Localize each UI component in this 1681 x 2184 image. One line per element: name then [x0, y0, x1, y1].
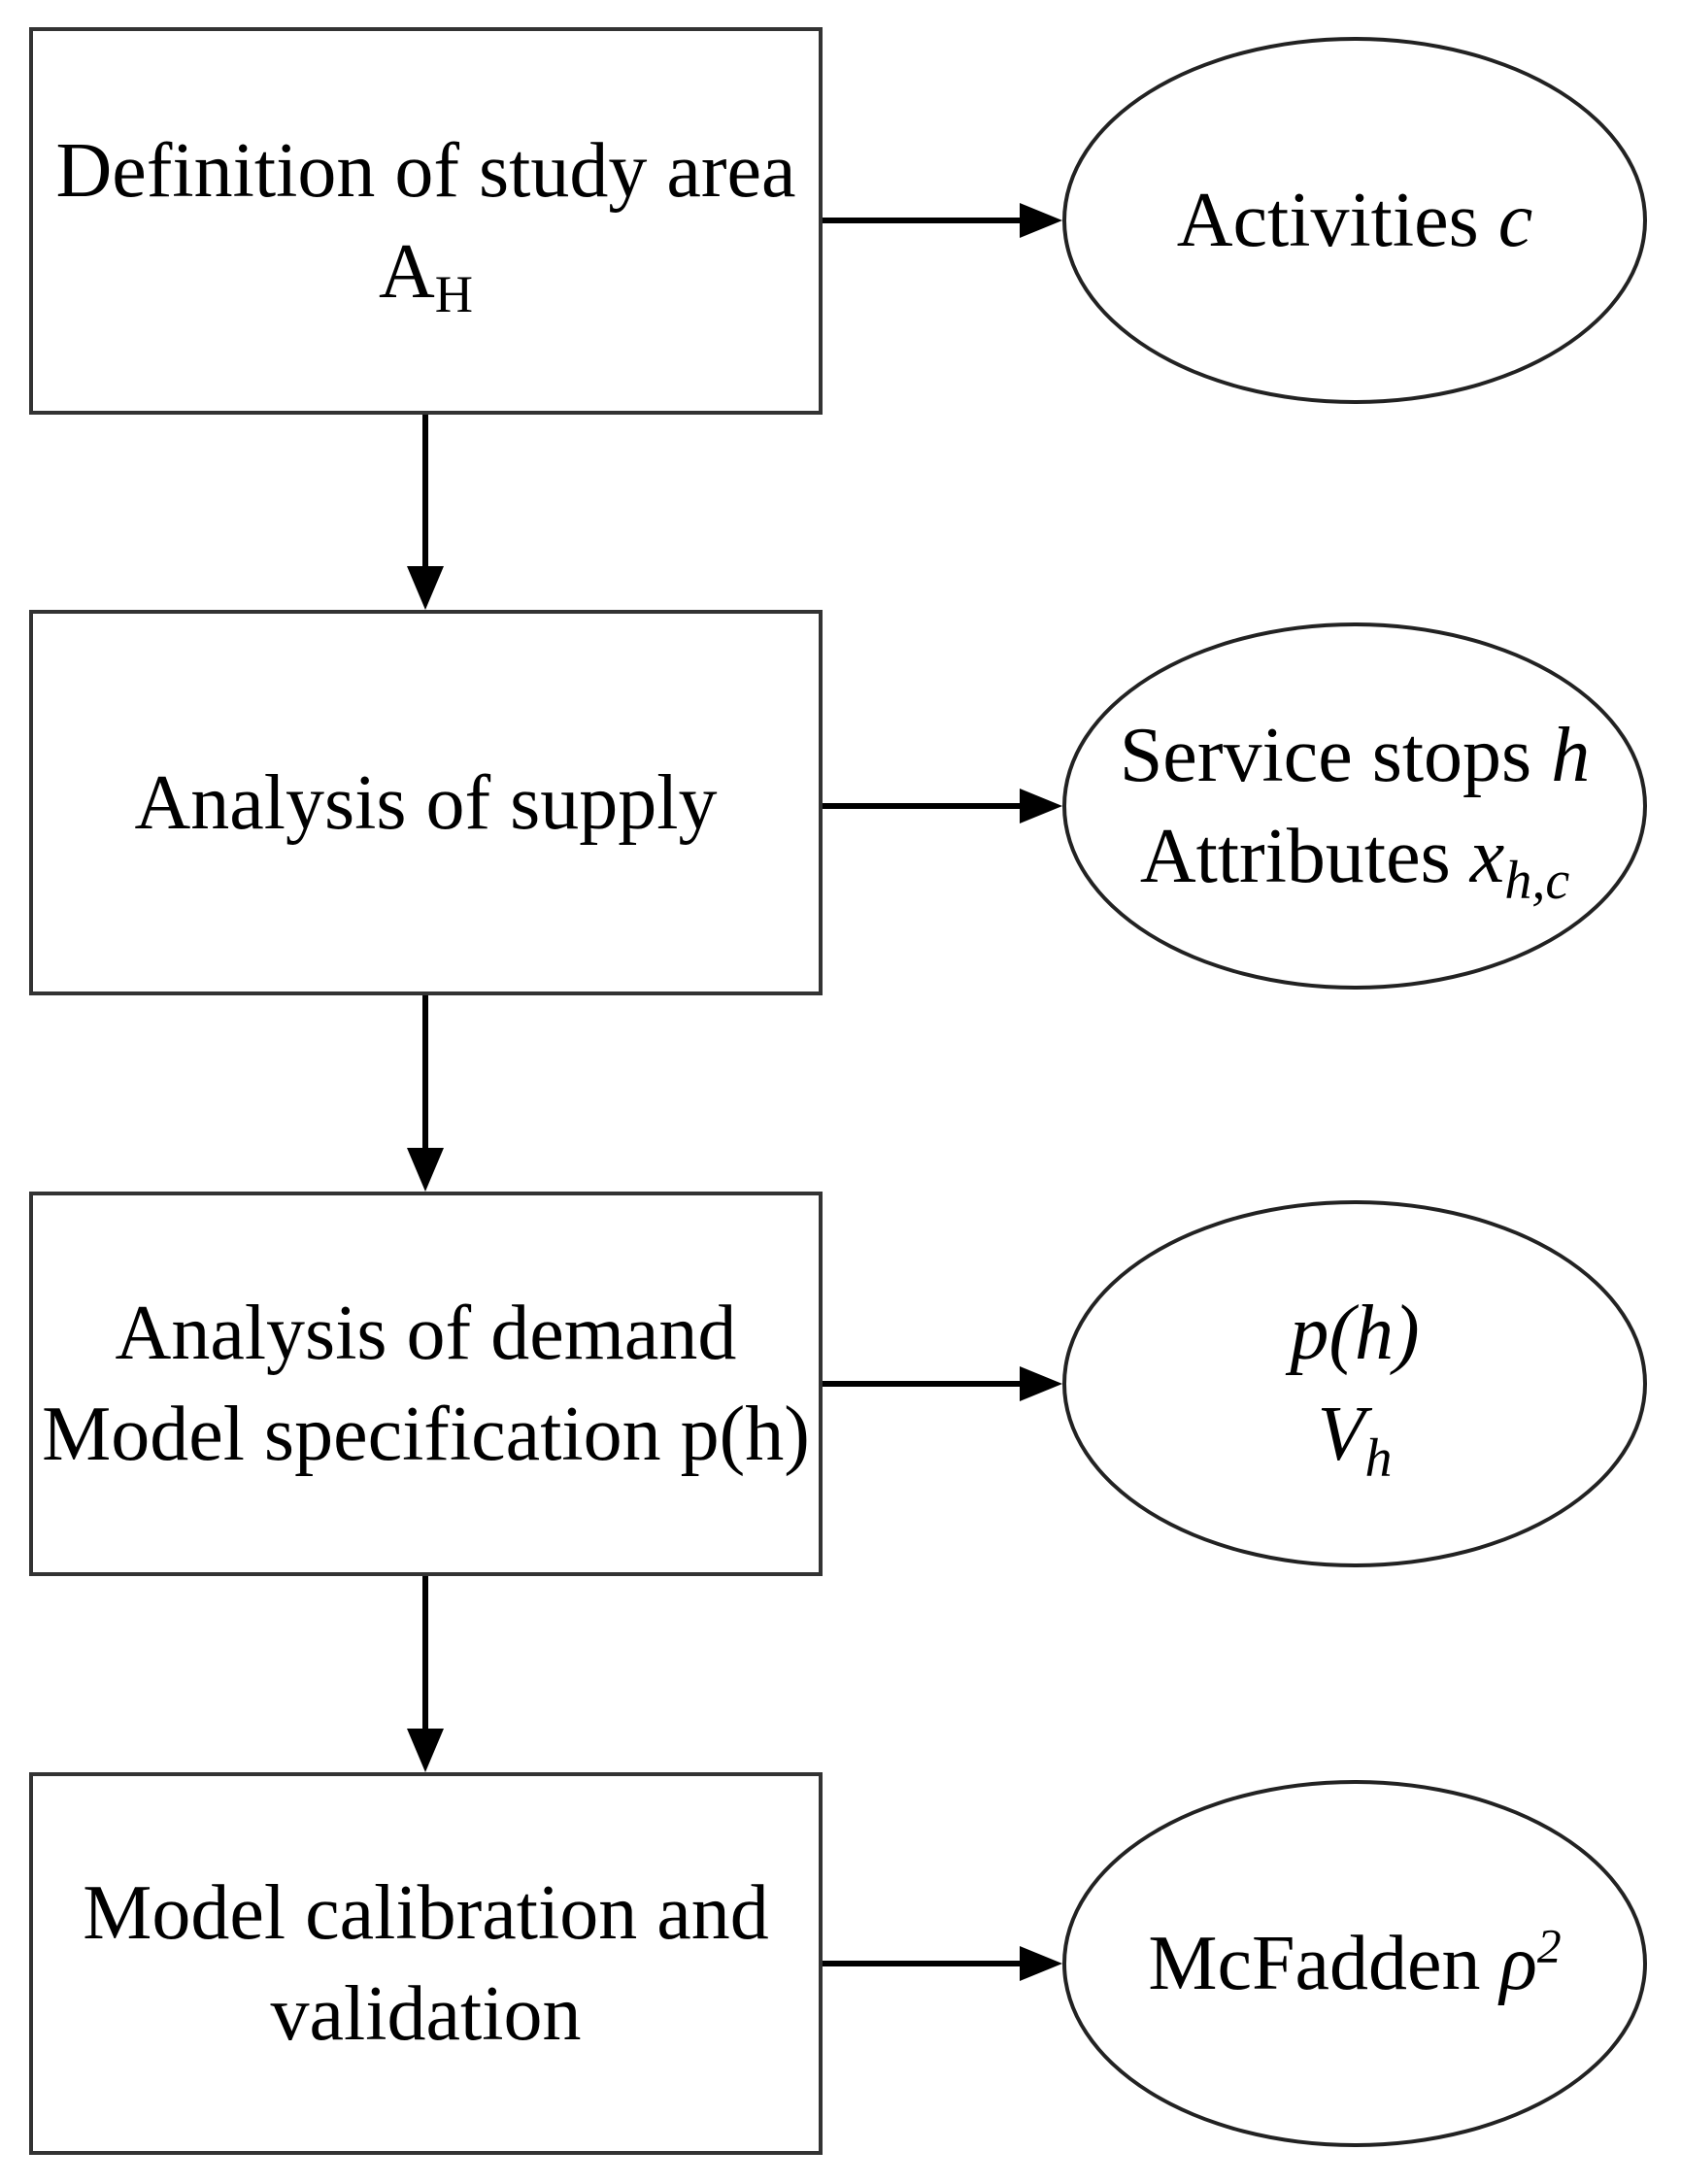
- var-x: x: [1469, 814, 1505, 899]
- var-c: c: [1497, 178, 1533, 263]
- box-model-calibration-validation: Model calibration and validation: [29, 1772, 823, 2155]
- arrow-down-2-stem: [422, 995, 428, 1148]
- arrow-right-2-stem: [823, 803, 1020, 809]
- box-analysis-of-supply: Analysis of supply: [29, 610, 823, 995]
- ellipse-vh-line2: Vh: [1317, 1384, 1393, 1486]
- ellipse-attributes-line2: Attributes xh,c: [1139, 806, 1569, 908]
- arrow-down-1-head: [407, 566, 444, 610]
- symbol-A: A: [378, 228, 435, 315]
- box-demand-line2: Model specification p(h): [42, 1392, 810, 1477]
- ellipse-mcfadden-line: McFadden ρ2: [1148, 1913, 1561, 2014]
- var-rho: ρ: [1499, 1921, 1537, 2006]
- attributes-label: Attributes: [1139, 814, 1451, 899]
- symbol-A-subscript-H: H: [434, 264, 474, 323]
- ellipse-service-stops-attributes: Service stops h Attributes xh,c: [1062, 622, 1647, 990]
- arrow-right-1-stem: [823, 218, 1020, 223]
- mcfadden-label: McFadden: [1148, 1921, 1481, 2006]
- box-calibration-line1: Model calibration and: [83, 1870, 769, 1956]
- arrow-down-3-stem: [422, 1576, 428, 1729]
- service-stops-label: Service stops: [1119, 713, 1532, 798]
- box-definition-line1: Definition of study area: [55, 127, 796, 214]
- ellipse-ph-vh: p(h) Vh: [1062, 1200, 1647, 1567]
- arrow-right-4-stem: [823, 1961, 1020, 1966]
- arrow-right-3-head: [1020, 1366, 1062, 1401]
- ellipse-service-stops-line1: Service stops h: [1120, 705, 1590, 806]
- box-supply-line1: Analysis of supply: [134, 759, 718, 846]
- var-p-of-h: p(h): [1290, 1291, 1420, 1376]
- arrow-right-1-head: [1020, 203, 1062, 238]
- box-analysis-of-demand: Analysis of demand Model specification p…: [29, 1192, 823, 1576]
- arrow-right-2-head: [1020, 789, 1062, 823]
- arrow-right-3-stem: [823, 1381, 1020, 1387]
- box-demand-line1: Analysis of demand: [115, 1291, 737, 1376]
- box-definition-of-study-area: Definition of study area AH: [29, 27, 823, 415]
- var-rho-superscript-2: 2: [1536, 1919, 1562, 1973]
- arrow-right-4-head: [1020, 1946, 1062, 1981]
- box-definition-symbol: AH: [379, 221, 473, 322]
- box-calibration-line2: validation: [270, 1971, 582, 2057]
- arrow-down-1-stem: [422, 415, 428, 566]
- var-h: h: [1551, 713, 1591, 798]
- activities-label: Activities: [1176, 178, 1479, 263]
- ellipse-ph-line1: p(h): [1290, 1283, 1419, 1384]
- var-V: V: [1317, 1392, 1365, 1477]
- ellipse-activities: Activities c: [1062, 37, 1647, 404]
- ellipse-activities-line: Activities c: [1177, 170, 1533, 271]
- var-x-subscript-hc: h,c: [1504, 850, 1570, 911]
- arrow-down-2-head: [407, 1148, 444, 1192]
- ellipse-mcfadden-rho2: McFadden ρ2: [1062, 1780, 1647, 2147]
- arrow-down-3-head: [407, 1729, 444, 1772]
- var-V-subscript-h: h: [1364, 1428, 1393, 1489]
